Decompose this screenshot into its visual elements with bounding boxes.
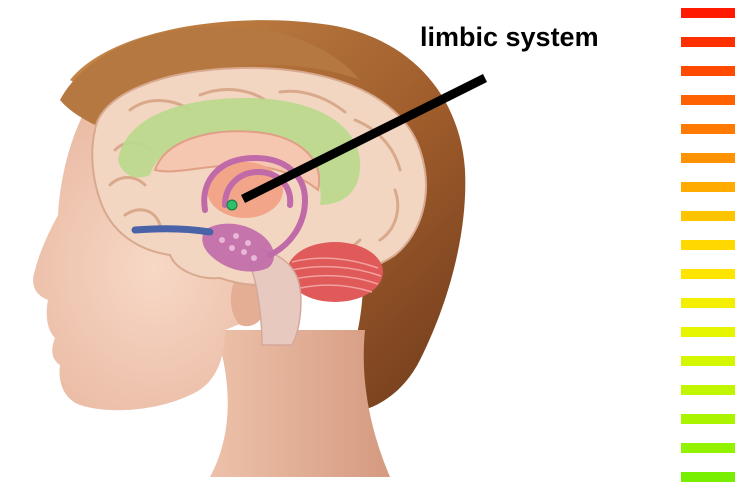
color-stripe [681,443,735,453]
color-stripe [681,472,735,482]
color-stripe [681,95,735,105]
color-stripe [681,124,735,134]
color-stripe [681,66,735,76]
color-stripe [681,211,735,221]
cerebellum [287,242,383,302]
color-stripe [681,356,735,366]
color-stripe [681,8,735,18]
neck [210,330,390,477]
color-stripe [681,182,735,192]
color-stripe [681,240,735,250]
color-stripe [681,385,735,395]
color-stripe [681,414,735,424]
annotation-label: limbic system [420,22,599,53]
color-stripe [681,153,735,163]
color-scale-strip [681,0,735,477]
color-stripe [681,327,735,337]
target-dot [227,200,237,210]
color-stripe [681,298,735,308]
color-stripe [681,269,735,279]
color-stripe [681,37,735,47]
olfactory-tract [135,229,210,232]
